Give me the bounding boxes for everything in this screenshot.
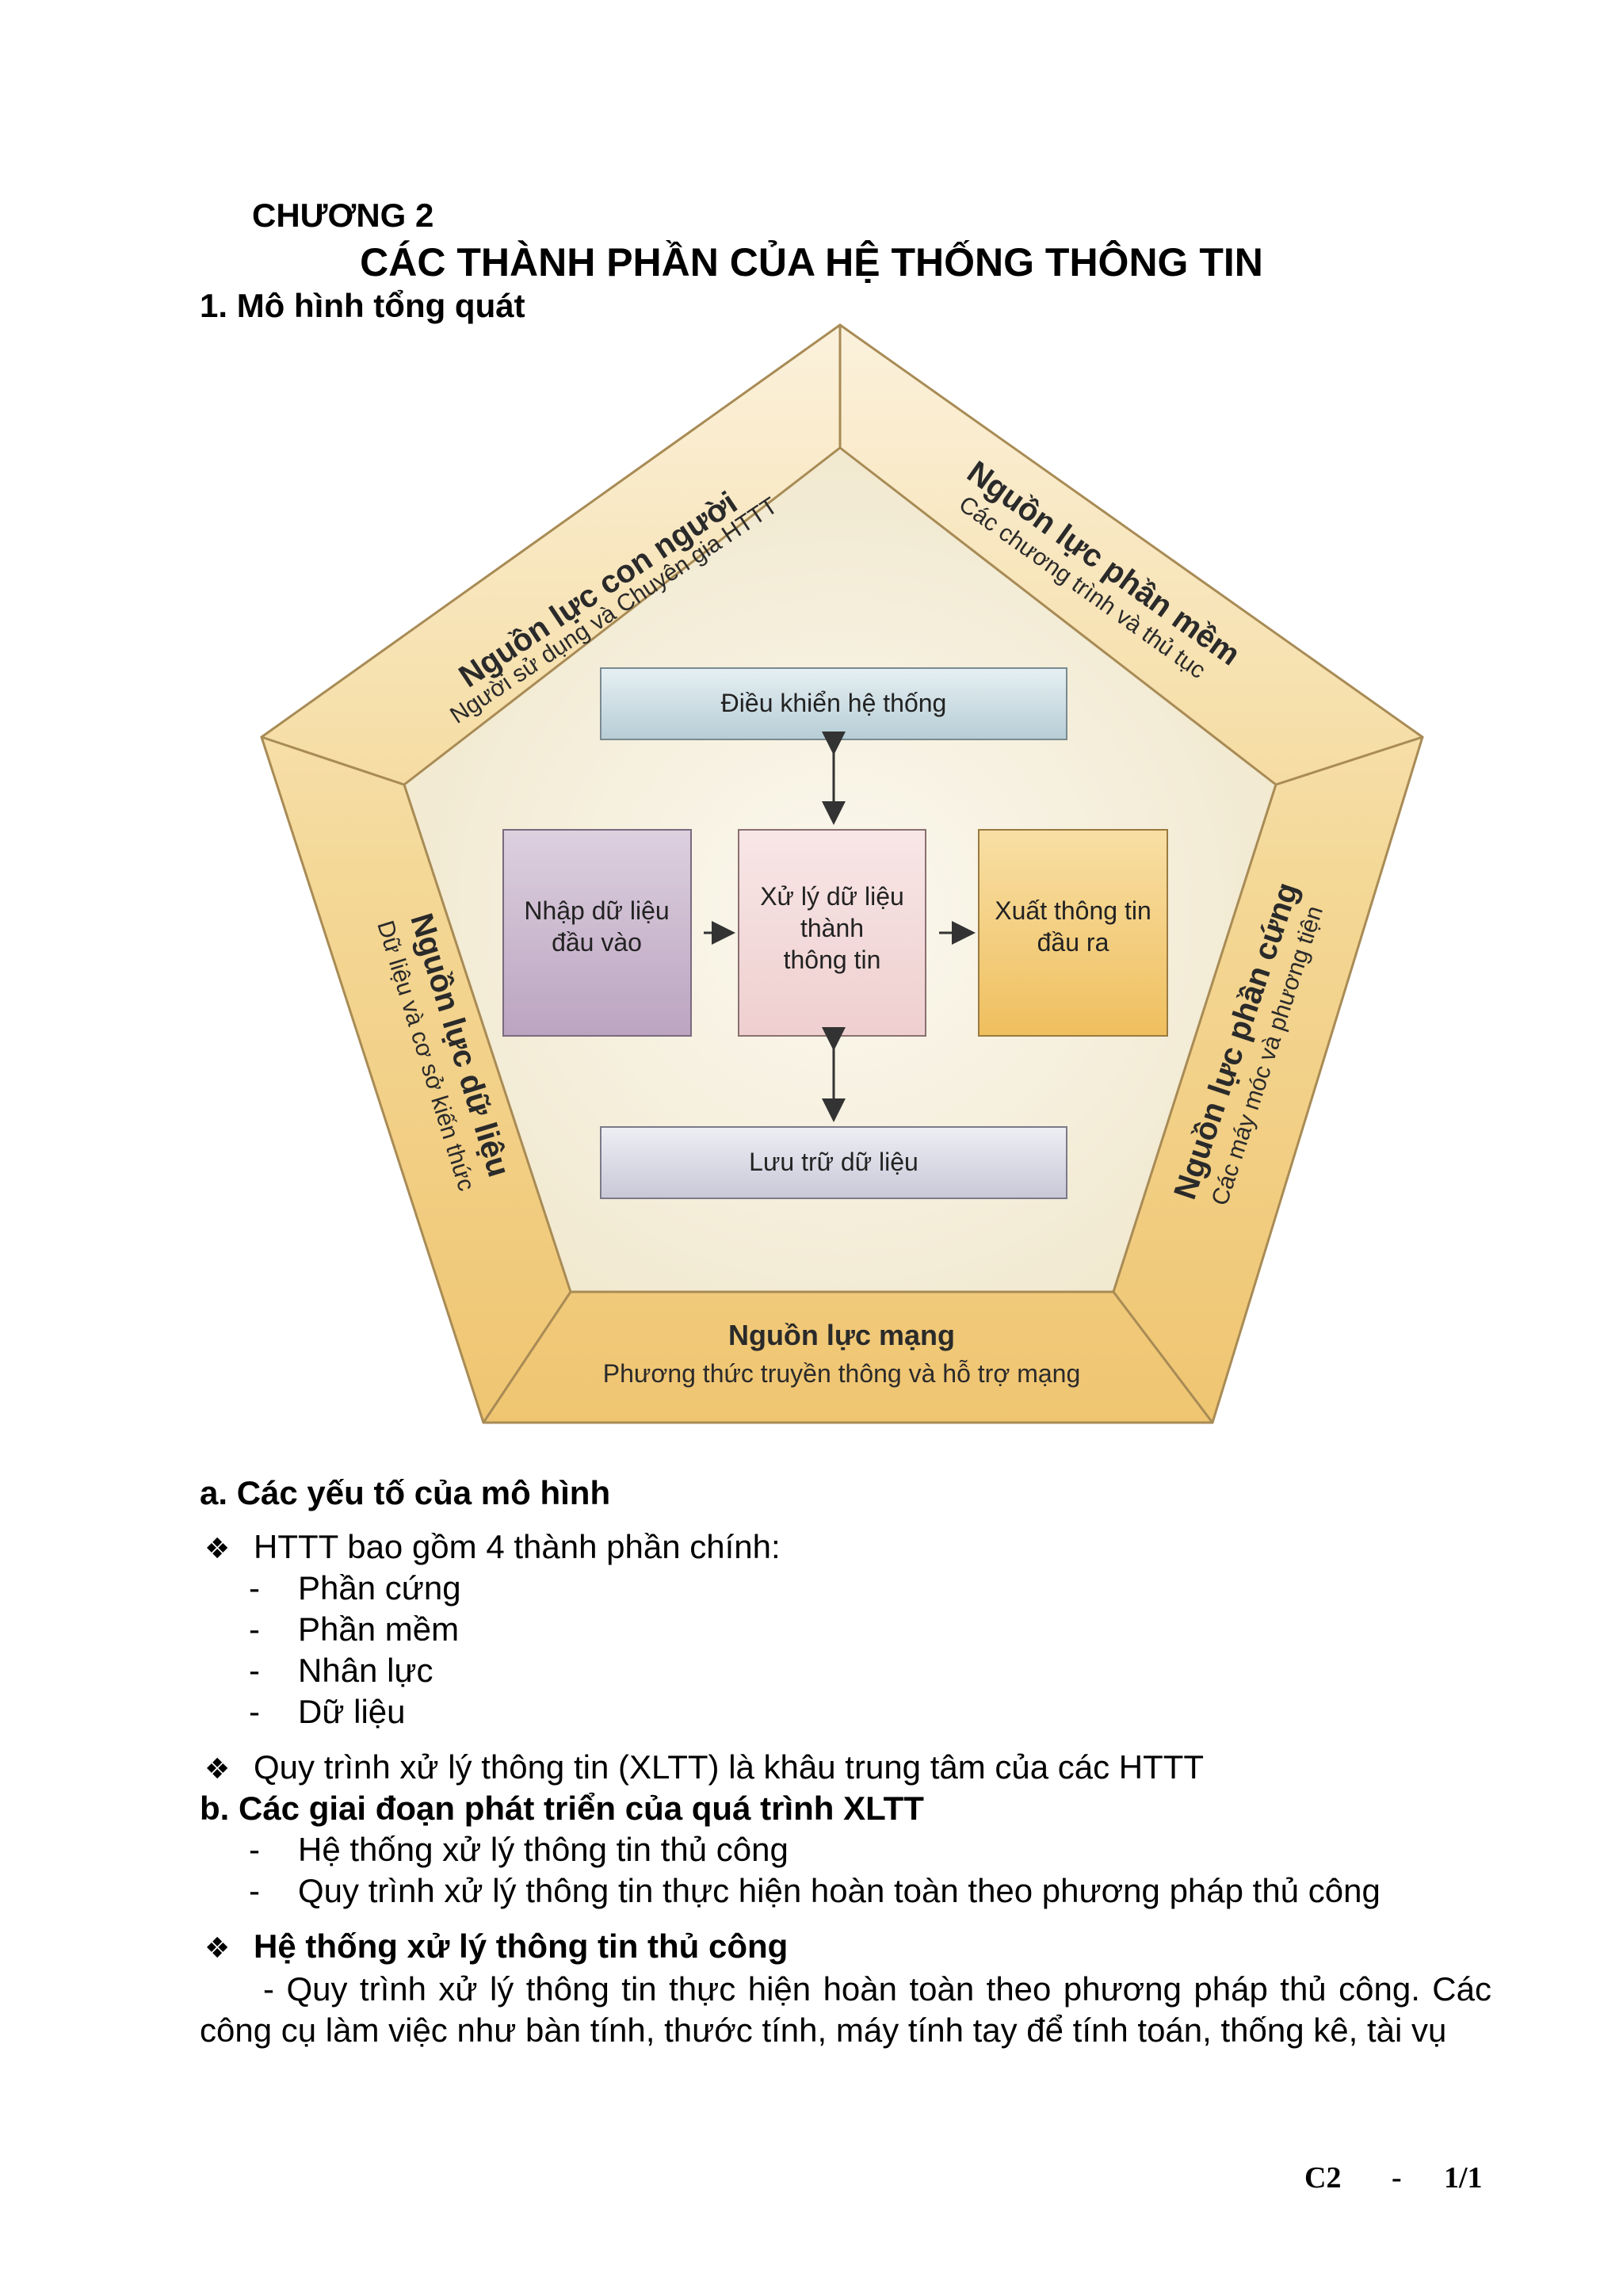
output-box-label-1: Xuất thông tin (995, 896, 1151, 925)
list-item-text: Phần cứng (298, 1569, 461, 1606)
input-box (502, 829, 692, 1037)
control-box-label: Điều khiển hệ thống (721, 689, 947, 717)
storage-box-label: Lưu trữ dữ liệu (749, 1148, 918, 1176)
section-heading-manual: ❖ Hệ thống xử lý thông tin thủ công (204, 1927, 788, 1966)
storage-box (600, 1126, 1067, 1199)
bullet-components-text: HTTT bao gồm 4 thành phần chính: (254, 1528, 781, 1565)
diamond-bullet-icon: ❖ (204, 1752, 231, 1785)
bullet-process: ❖ Quy trình xử lý thông tin (XLTT) là khâ… (204, 1748, 1204, 1786)
section-heading-model: 1. Mô hình tổng quát (200, 287, 525, 324)
output-box-label-2: đầu ra (1037, 928, 1109, 957)
process-box-label-1: Xử lý dữ liệu (760, 882, 904, 911)
footer-chapter-label: C2 (1304, 2161, 1342, 2195)
chapter-label: CHƯƠNG 2 (252, 197, 434, 234)
list-item: -Dữ liệu (249, 1693, 406, 1730)
footer-separator: - (1392, 2161, 1402, 2195)
section-heading-manual-text: Hệ thống xử lý thông tin thủ công (254, 1927, 789, 1965)
list-item: -Hệ thống xử lý thông tin thủ công (249, 1831, 789, 1868)
diamond-bullet-icon: ❖ (204, 1532, 231, 1564)
pentagon-diagram: Nguồn lực con người Người sử dụng và Chu… (260, 323, 1424, 1424)
output-box (978, 829, 1168, 1037)
bullet-components: ❖ HTTT bao gồm 4 thành phần chính: (204, 1528, 781, 1566)
section-heading-a: a. Các yếu tố của mô hình (200, 1474, 611, 1511)
process-box-label-2: thành (800, 914, 864, 942)
input-box-label-1: Nhập dữ liệu (524, 896, 669, 925)
list-item: -Nhân lực (249, 1652, 433, 1689)
section-heading-b: b. Các giai đoạn phát triển của quá trìn… (200, 1790, 924, 1827)
list-item: -Phần mềm (249, 1610, 460, 1648)
bullet-process-text: Quy trình xử lý thông tin (XLTT) là khâu… (254, 1748, 1205, 1786)
list-item-text: Hệ thống xử lý thông tin thủ công (298, 1831, 789, 1868)
list-item-text: Quy trình xử lý thông tin thực hiện hoàn… (298, 1872, 1381, 1909)
list-item-text: Nhân lực (298, 1652, 433, 1689)
list-item: -Phần cứng (249, 1569, 461, 1606)
process-box (738, 829, 926, 1037)
process-box-label-3: thông tin (784, 946, 881, 974)
resource-network-subtitle: Phương thức truyền thông và hỗ trợ mạng (603, 1359, 1080, 1388)
page-number: 1/1 (1444, 2161, 1483, 2195)
control-box (600, 667, 1067, 740)
list-item: -Quy trình xử lý thông tin thực hiện hoà… (249, 1872, 1381, 1909)
list-item-text: Dữ liệu (298, 1693, 406, 1730)
manual-paragraph: - Quy trình xử lý thông tin thực hiện ho… (200, 1970, 1491, 2049)
diamond-bullet-icon: ❖ (204, 1931, 231, 1964)
page-title: CÁC THÀNH PHẦN CỦA HỆ THỐNG THÔNG TIN (360, 240, 1263, 285)
resource-network-title: Nguồn lực mạng (728, 1319, 955, 1351)
input-box-label-2: đầu vào (552, 928, 642, 957)
list-item-text: Phần mềm (298, 1610, 460, 1648)
